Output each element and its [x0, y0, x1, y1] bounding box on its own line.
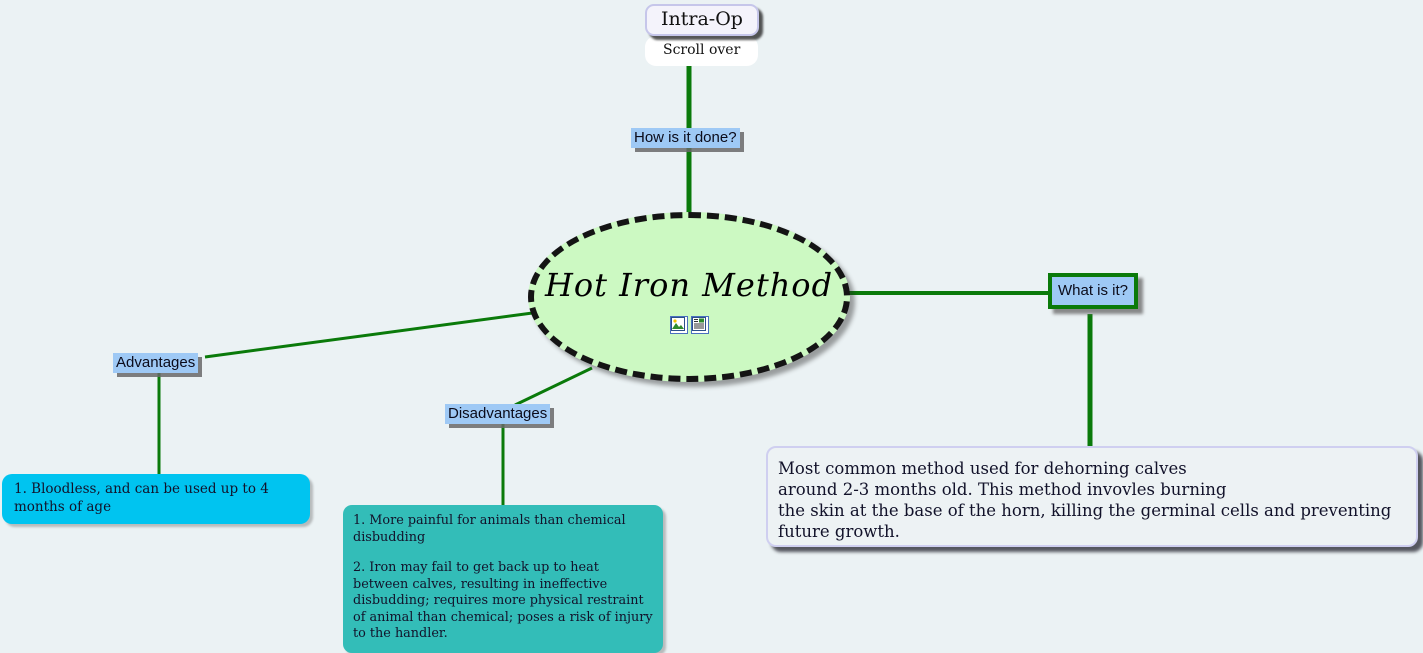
- central-node-icons: [669, 316, 709, 334]
- note-disadvantages-item-1: 1. More painful for animals than chemica…: [353, 513, 626, 545]
- branch-label-how-is-it-done[interactable]: How is it done?: [631, 128, 740, 148]
- note-what-is-it-line-1: Most common method used for dehorning ca…: [778, 459, 1187, 478]
- branch-label-advantages[interactable]: Advantages: [113, 353, 199, 373]
- branch-label-disadvantages[interactable]: Disadvantages: [445, 404, 551, 424]
- scroll-over-tooltip[interactable]: Scroll over: [645, 36, 759, 66]
- note-advantages-item-1: 1. Bloodless, and can be used up to 4 mo…: [14, 481, 269, 515]
- central-node-hot-iron-method[interactable]: Hot Iron Method: [528, 212, 850, 382]
- mindmap-canvas: Scroll over Intra-Op How is it done? Hot…: [2, 4, 1418, 653]
- note-what-is-it-line-2: around 2-3 months old. This method invov…: [778, 480, 1227, 499]
- note-advantages[interactable]: 1. Bloodless, and can be used up to 4 mo…: [2, 474, 310, 524]
- central-node-title: Hot Iron Method: [544, 266, 834, 304]
- note-what-is-it[interactable]: Most common method used for dehorning ca…: [766, 446, 1418, 547]
- note-disadvantages-item-2: 2. Iron may fail to get back up to heat …: [353, 560, 653, 641]
- branch-label-what-is-it[interactable]: What is it?: [1048, 273, 1139, 309]
- note-disadvantages[interactable]: 1. More painful for animals than chemica…: [343, 505, 663, 653]
- note-attachment-icon[interactable]: [690, 316, 709, 334]
- image-attachment-icon[interactable]: [669, 316, 688, 334]
- intra-op-node[interactable]: Intra-Op: [645, 4, 759, 36]
- note-what-is-it-line-3: the skin at the base of the horn, killin…: [778, 501, 1392, 541]
